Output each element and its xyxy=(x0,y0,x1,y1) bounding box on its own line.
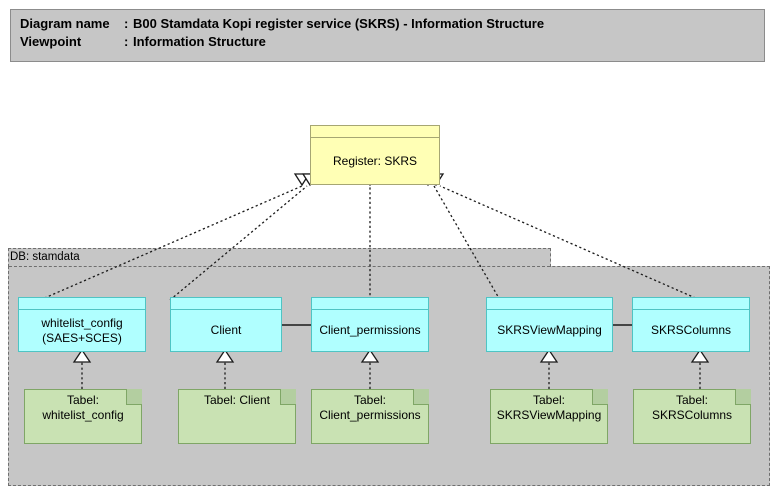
note-fold-icon xyxy=(592,389,608,405)
note-tabel-skrsviewmapping-label: Tabel: SKRSViewMapping xyxy=(496,393,602,422)
header-value-viewpoint: Information Structure xyxy=(133,34,266,49)
note-tabel-whitelist-config[interactable]: Tabel: whitelist_config xyxy=(24,389,142,444)
note-tabel-skrscolumns-label: Tabel: SKRSColumns xyxy=(651,393,733,422)
node-skrscolumns[interactable]: SKRSColumns xyxy=(632,297,750,352)
node-client[interactable]: Client xyxy=(170,297,282,352)
note-fold-icon xyxy=(126,389,142,405)
note-fold-icon xyxy=(413,389,429,405)
header-label-viewpoint: Viewpoint xyxy=(20,34,82,49)
note-tabel-client-label: Tabel: Client xyxy=(203,393,271,407)
realization-arrowhead-left-a xyxy=(293,173,311,187)
note-tabel-client-permissions-shape xyxy=(311,389,429,444)
db-package-stamdata[interactable] xyxy=(8,248,770,486)
note-fold-icon xyxy=(735,389,751,405)
node-register-skrs[interactable]: Register: SKRS xyxy=(310,125,440,185)
note-tabel-skrscolumns[interactable]: Tabel: SKRSColumns xyxy=(633,389,751,444)
db-package-tab xyxy=(8,248,551,267)
node-register-skrs-band xyxy=(311,126,439,138)
note-tabel-client[interactable]: Tabel: Client xyxy=(178,389,296,444)
db-package-tab-divider xyxy=(9,266,550,267)
note-tabel-skrscolumns-shape xyxy=(633,389,751,444)
header-row-diagram-name: Diagram name : B00 Stamdata Kopi registe… xyxy=(20,15,764,33)
header-label-diagram-name: Diagram name xyxy=(20,16,110,31)
header-value-diagram-name: B00 Stamdata Kopi register service (SKRS… xyxy=(133,16,545,31)
node-skrsviewmapping-band xyxy=(487,298,612,310)
note-tabel-client-permissions[interactable]: Tabel: Client_permissions xyxy=(311,389,429,444)
note-tabel-whitelist-config-shape xyxy=(24,389,142,444)
node-skrsviewmapping[interactable]: SKRSViewMapping xyxy=(486,297,613,352)
node-skrsviewmapping-label: SKRSViewMapping xyxy=(497,323,602,337)
node-skrscolumns-band xyxy=(633,298,749,310)
note-fold-icon xyxy=(280,389,296,405)
diagram-header: Diagram name : B00 Stamdata Kopi registe… xyxy=(10,9,765,62)
node-client-band xyxy=(171,298,281,310)
header-row-viewpoint: Viewpoint : Information Structure xyxy=(20,33,764,51)
node-client-label: Client xyxy=(210,323,242,337)
note-tabel-client-shape xyxy=(178,389,296,444)
header-separator-viewpoint: : xyxy=(124,34,129,49)
db-package-label: DB: stamdata xyxy=(10,251,80,263)
node-client-permissions-band xyxy=(312,298,428,310)
node-whitelist-config[interactable]: whitelist_config (SAES+SCES) xyxy=(18,297,146,352)
header-separator-diagram-name: : xyxy=(124,16,129,31)
note-tabel-skrsviewmapping[interactable]: Tabel: SKRSViewMapping xyxy=(490,389,608,444)
node-register-skrs-label: Register: SKRS xyxy=(332,153,418,168)
node-client-permissions[interactable]: Client_permissions xyxy=(311,297,429,352)
note-tabel-client-permissions-label: Tabel: Client_permissions xyxy=(319,393,421,422)
note-tabel-whitelist-config-label: Tabel: whitelist_config xyxy=(42,393,124,422)
node-client-permissions-label: Client_permissions xyxy=(319,323,421,337)
node-whitelist-config-label: whitelist_config (SAES+SCES) xyxy=(41,315,123,345)
node-whitelist-config-band xyxy=(19,298,145,310)
node-skrscolumns-label: SKRSColumns xyxy=(650,323,732,337)
note-tabel-skrsviewmapping-shape xyxy=(490,389,608,444)
